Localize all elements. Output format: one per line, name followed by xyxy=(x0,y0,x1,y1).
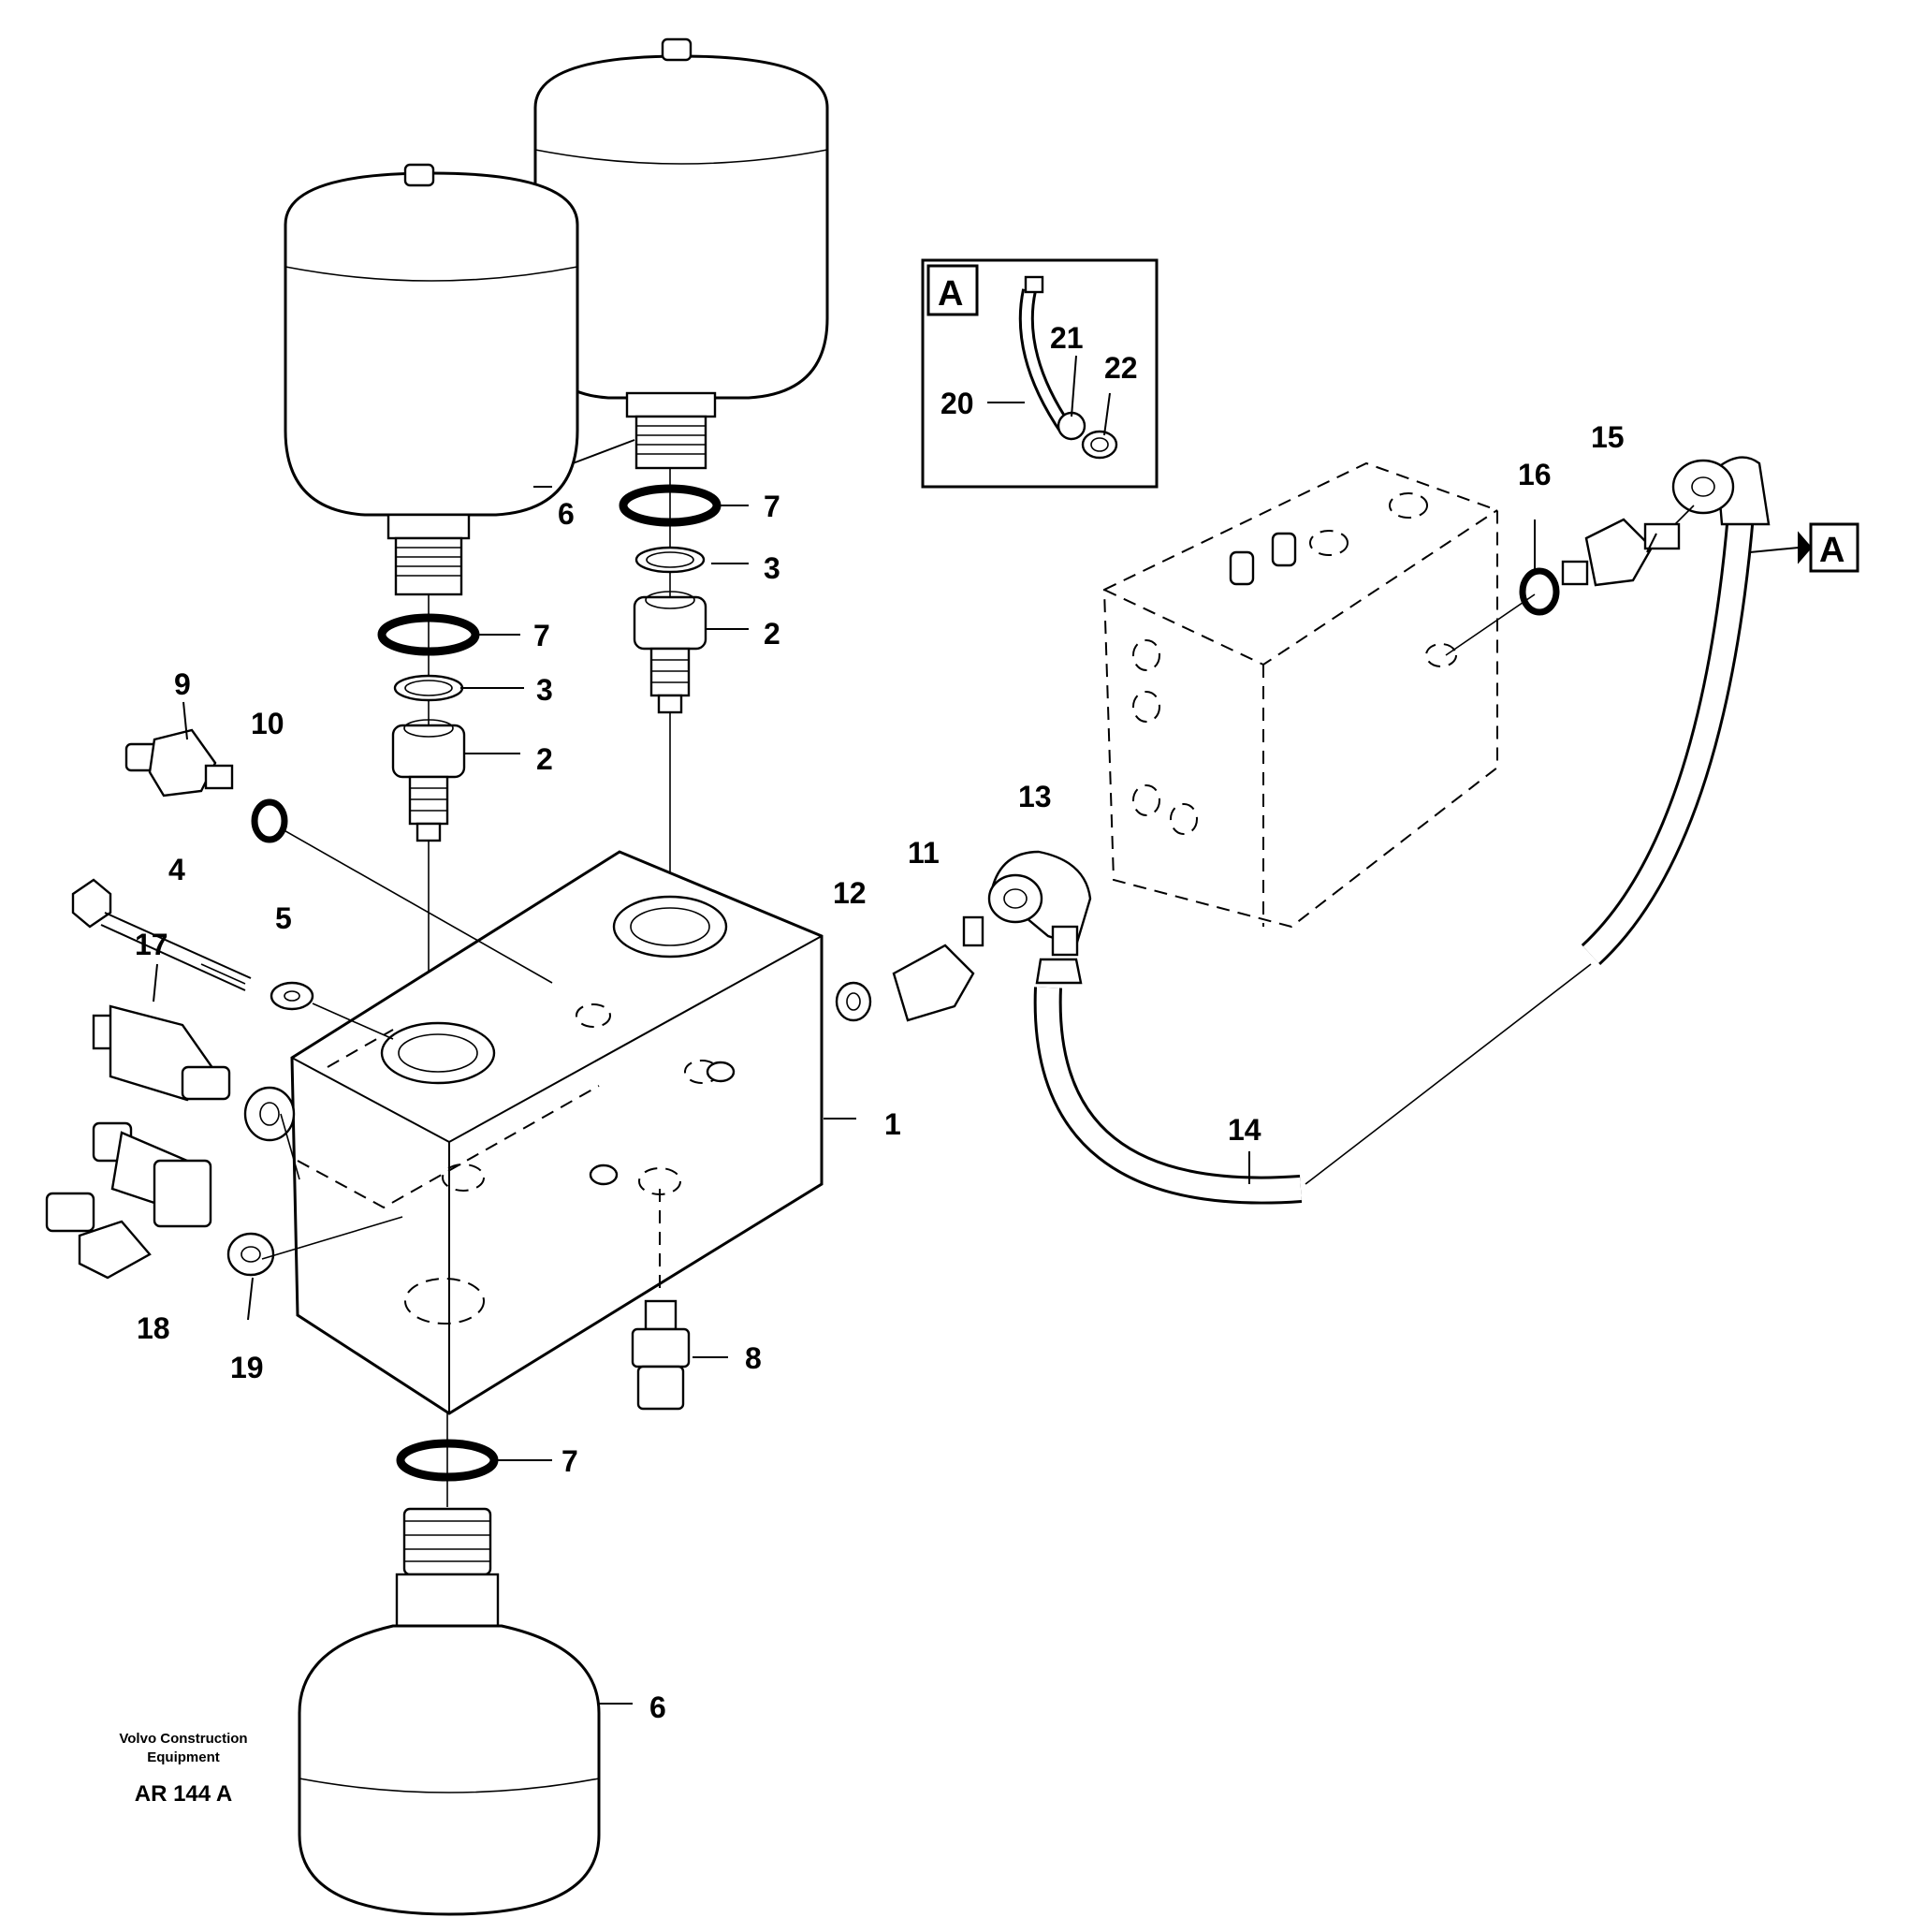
callout-7-lower: 7 xyxy=(561,1444,578,1478)
accumulator-upper-right xyxy=(533,37,829,470)
callout-17: 17 xyxy=(135,928,168,961)
valve-block xyxy=(290,850,824,1415)
drawing-code: AR 144 A xyxy=(135,1781,232,1807)
callout-13: 13 xyxy=(1018,780,1052,813)
callout-9: 9 xyxy=(174,667,191,701)
switch-17 xyxy=(92,1004,300,1180)
callout-2-left: 2 xyxy=(536,742,553,776)
callout-7-upper-right: 7 xyxy=(764,490,780,523)
credit-line-2: Equipment xyxy=(147,1749,220,1765)
callout-19: 19 xyxy=(230,1351,264,1384)
callout-21: 21 xyxy=(1050,321,1084,355)
callout-18: 18 xyxy=(137,1311,170,1345)
callout-6-lower: 6 xyxy=(649,1690,666,1724)
credit-block: Volvo Construction Equipment AR 144 A xyxy=(119,1731,247,1807)
detail-reference-label: A xyxy=(1819,531,1844,570)
detail-view-a: A xyxy=(921,258,1159,489)
accumulator-upper-left xyxy=(284,163,579,596)
callout-22: 22 xyxy=(1104,351,1138,385)
detail-reference-a: A xyxy=(1798,522,1859,573)
callout-3-right: 3 xyxy=(764,551,780,585)
bolt-and-washer xyxy=(71,878,394,1040)
accumulator-lower xyxy=(298,1413,601,1916)
valve-housing-dashed xyxy=(1102,461,1498,929)
leader-lines xyxy=(153,355,1800,1705)
callout-14: 14 xyxy=(1228,1113,1261,1147)
callout-8: 8 xyxy=(745,1341,762,1375)
callout-20: 20 xyxy=(940,387,974,420)
callout-10: 10 xyxy=(251,707,284,740)
callout-4: 4 xyxy=(168,853,185,886)
callout-1: 1 xyxy=(884,1107,901,1141)
fitting-8 xyxy=(631,1189,691,1411)
hose-14 xyxy=(1033,456,1771,1205)
credit-line-1: Volvo Construction xyxy=(119,1731,247,1747)
callout-12: 12 xyxy=(833,876,867,910)
callout-2-right: 2 xyxy=(764,617,780,651)
callout-3-left: 3 xyxy=(536,673,553,707)
callout-5: 5 xyxy=(275,901,292,935)
fittings-15-16 xyxy=(1445,505,1695,656)
callout-15: 15 xyxy=(1591,420,1625,454)
callout-6-upper: 6 xyxy=(558,497,575,531)
right-stack-parts xyxy=(619,484,722,714)
fittings-11-12-13 xyxy=(835,850,1092,1022)
callout-16: 16 xyxy=(1518,458,1552,491)
callout-labels: 1 2 2 3 3 4 5 6 6 7 7 7 8 9 10 11 12 13 … xyxy=(135,321,1625,1724)
callout-11: 11 xyxy=(908,836,940,870)
left-stack-parts xyxy=(377,613,480,842)
callout-7-upper-left: 7 xyxy=(533,619,550,652)
solenoid-valve-18 xyxy=(45,1121,403,1280)
sensor-9 xyxy=(124,728,553,984)
detail-view-label: A xyxy=(938,274,963,314)
